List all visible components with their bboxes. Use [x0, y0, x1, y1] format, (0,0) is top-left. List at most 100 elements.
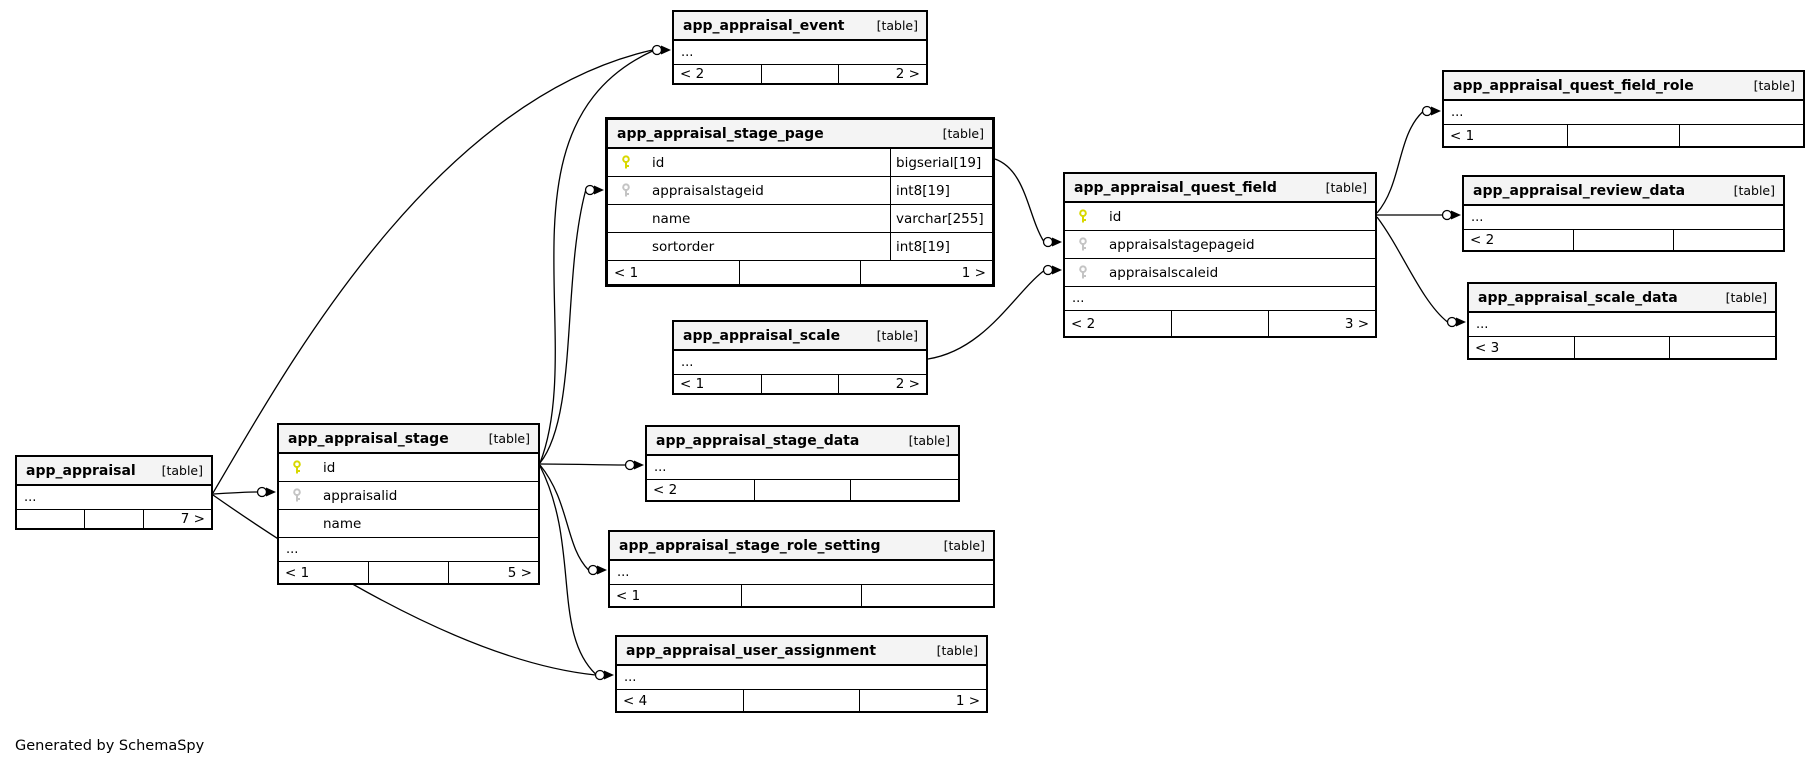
table-name[interactable]: app_appraisal_review_data [1473, 182, 1686, 199]
table-name[interactable]: app_appraisal_quest_field_role [1453, 77, 1694, 94]
table-app-appraisal-scale-data: app_appraisal_scale_data [table] ... < 3 [1467, 282, 1777, 360]
table-app-appraisal-stage-data: app_appraisal_stage_data [table] ... < 2 [645, 425, 960, 502]
table-header: app_appraisal_quest_field_role [table] [1444, 72, 1803, 101]
table-name[interactable]: app_appraisal_stage_role_setting [619, 537, 881, 554]
table-name[interactable]: app_appraisal_quest_field [1074, 179, 1277, 196]
table-header: app_appraisal_stage_data [table] [647, 427, 958, 456]
foreign-key-icon [291, 488, 305, 503]
table-app-appraisal-scale: app_appraisal_scale [table] ... < 1 2 > [672, 320, 928, 395]
table-header: app_appraisal [table] [17, 457, 211, 486]
cardinality-circle [1421, 105, 1433, 117]
relationship-line [994, 158, 1045, 242]
table-header: app_appraisal_stage_page [table] [608, 120, 992, 149]
columns-ellipsis: ... [674, 41, 926, 65]
table-name[interactable]: app_appraisal_stage_data [656, 432, 860, 449]
column-row: name [279, 510, 538, 538]
arrowhead-icon [1052, 265, 1062, 275]
generator-credit: Generated by SchemaSpy [15, 738, 205, 754]
cardinality-circle [256, 486, 268, 498]
child-count: 2 > [895, 376, 920, 392]
primary-key-icon [620, 155, 634, 170]
table-footer: < 1 1 > [608, 261, 992, 284]
column-name: appraisalstagepageid [1109, 236, 1255, 253]
column-name: appraisalstageid [652, 182, 764, 199]
table-header: app_appraisal_stage_role_setting [table] [610, 532, 993, 561]
footer-spacer [760, 65, 840, 83]
arrowhead-icon [1431, 106, 1441, 116]
table-footer: < 1 [610, 585, 993, 606]
table-name[interactable]: app_appraisal [26, 462, 136, 479]
parent-count: < 1 [680, 376, 705, 392]
table-name[interactable]: app_appraisal_user_assignment [626, 642, 877, 659]
parent-count: < 1 [614, 264, 639, 281]
child-count: 7 > [180, 511, 205, 527]
table-footer: < 2 2 > [674, 65, 926, 83]
child-count: 3 > [1344, 315, 1370, 332]
cardinality-circle [1042, 264, 1054, 276]
columns-ellipsis: ... [17, 486, 211, 510]
arrowhead-icon [594, 185, 604, 195]
cardinality-circle [1441, 209, 1453, 221]
table-footer: < 2 [647, 480, 958, 500]
table-app-appraisal-stage-page: app_appraisal_stage_page [table] id bigs… [605, 117, 995, 287]
columns-ellipsis: ... [1464, 206, 1783, 230]
table-name[interactable]: app_appraisal_event [683, 17, 845, 34]
table-footer: < 1 [1444, 125, 1803, 146]
table-name[interactable]: app_appraisal_scale [683, 327, 841, 344]
relationship-line [212, 49, 653, 494]
columns-ellipsis: ... [617, 666, 986, 690]
relationship-line [1376, 111, 1423, 214]
column-row: id [1065, 203, 1375, 231]
column-name: appraisalid [323, 487, 398, 504]
footer-spacer [1171, 311, 1269, 336]
table-name[interactable]: app_appraisal_stage_page [617, 125, 824, 142]
child-count [1674, 230, 1783, 250]
relationship-line [539, 464, 589, 571]
foreign-key-icon [1077, 237, 1091, 252]
footer-spacer [741, 585, 862, 606]
columns-ellipsis: ... [647, 456, 958, 480]
child-count [851, 480, 958, 500]
parent-count: < 1 [616, 587, 641, 604]
table-header: app_appraisal_stage [table] [279, 425, 538, 454]
column-name: sortorder [652, 238, 715, 255]
foreign-key-icon [620, 183, 634, 198]
column-type: bigserial[19] [890, 149, 992, 176]
cardinality-circle [584, 184, 596, 196]
column-name: name [652, 210, 691, 227]
column-type: int8[19] [890, 233, 992, 260]
column-row: appraisalstagepageid [1065, 231, 1375, 259]
cardinality-circle [594, 669, 606, 681]
table-type-tag: [table] [1733, 183, 1775, 198]
footer-spacer [739, 261, 861, 284]
column-name: id [323, 459, 336, 476]
cardinality-circle [651, 44, 663, 56]
parent-count: < 1 [285, 564, 310, 581]
column-row: name varchar[255] [608, 205, 992, 233]
parent-count [17, 510, 84, 528]
child-count: 2 > [895, 66, 920, 82]
column-name: id [652, 154, 665, 171]
table-app-appraisal-event: app_appraisal_event [table] ... < 2 2 > [672, 10, 928, 85]
column-row: id [279, 454, 538, 482]
child-count [1680, 125, 1803, 146]
relationship-line [539, 190, 587, 464]
table-header: app_appraisal_review_data [table] [1464, 177, 1783, 206]
arrowhead-icon [1451, 210, 1461, 220]
columns-ellipsis: ... [674, 351, 926, 375]
relationship-line [539, 465, 596, 675]
table-app-appraisal-quest-field: app_appraisal_quest_field [table] id app… [1063, 172, 1377, 338]
relationship-line [539, 50, 653, 464]
table-type-tag: [table] [936, 643, 978, 658]
columns-ellipsis: ... [279, 538, 538, 562]
cardinality-circle [1446, 316, 1458, 328]
columns-ellipsis: ... [1469, 313, 1775, 337]
table-type-tag: [table] [943, 538, 985, 553]
table-name[interactable]: app_appraisal_stage [288, 430, 449, 447]
column-name: id [1109, 208, 1122, 225]
table-name[interactable]: app_appraisal_scale_data [1478, 289, 1678, 306]
parent-count: < 2 [653, 482, 678, 498]
cardinality-circle [624, 459, 636, 471]
